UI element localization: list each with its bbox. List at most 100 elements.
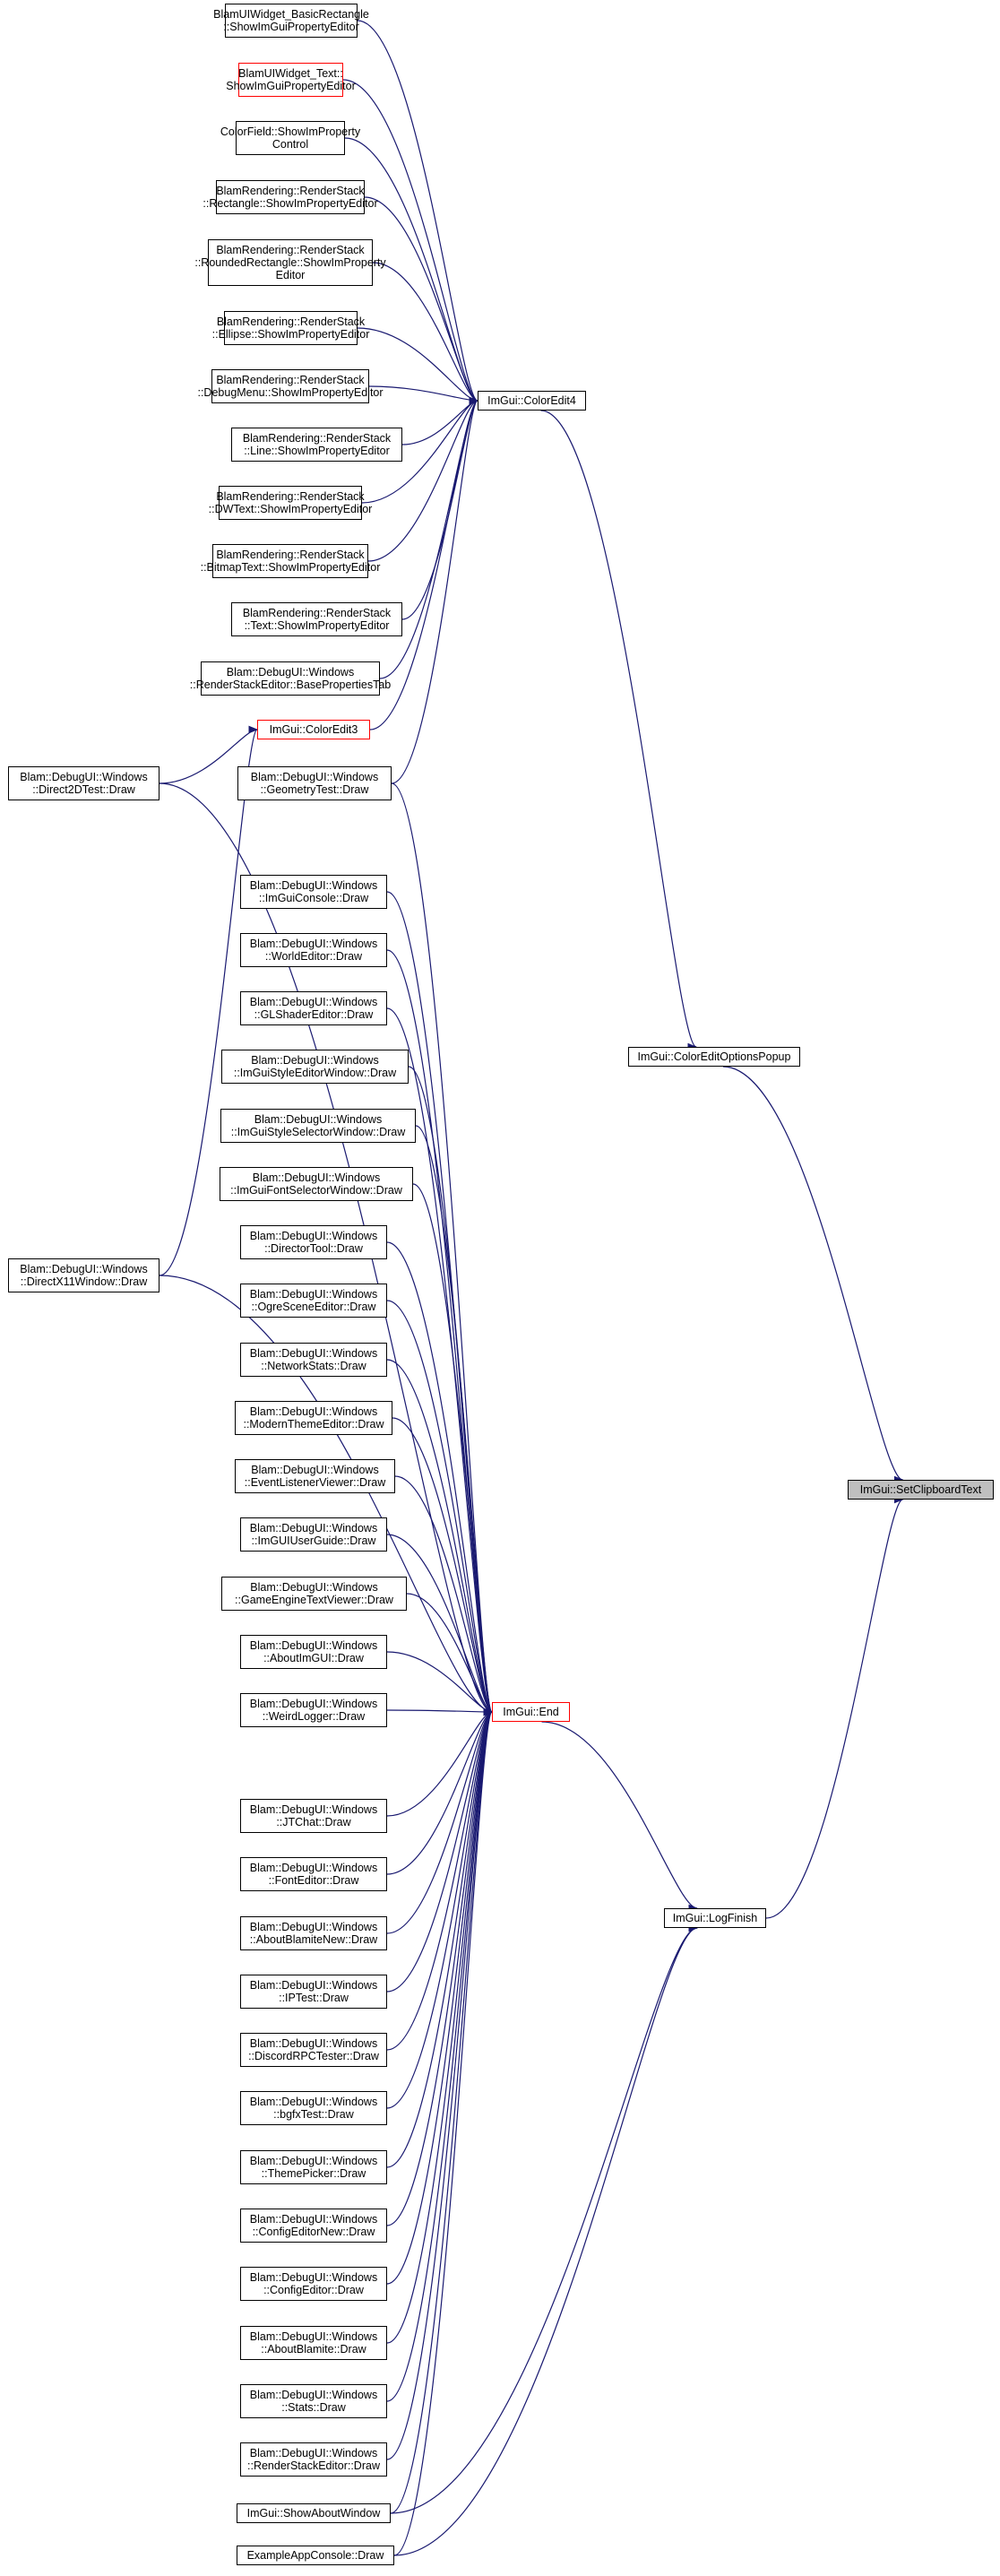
node-rectangle[interactable]: BlamRendering::RenderStack ::Rectangle::… <box>203 180 378 214</box>
edge-showabout-to-end <box>390 1708 494 2514</box>
node-label: Blam::DebugUI::Windows ::WorldEditor::Dr… <box>249 938 378 963</box>
node-configeditor[interactable]: Blam::DebugUI::Windows ::ConfigEditor::D… <box>240 2267 387 2301</box>
node-label: Blam::DebugUI::Windows ::GeometryTest::D… <box>250 771 379 796</box>
node-label: BlamRendering::RenderStack ::RoundedRect… <box>194 244 386 281</box>
edge-fonteditor-to-end <box>386 1707 494 1875</box>
edge-bitmaptext-to-coloredit4 <box>367 396 479 562</box>
node-label: ImGui::End <box>503 1706 559 1718</box>
node-aboutblamite[interactable]: Blam::DebugUI::Windows ::AboutBlamite::D… <box>240 2326 387 2360</box>
node-coloreditopts[interactable]: ImGui::ColorEditOptionsPopup <box>628 1047 800 1067</box>
node-label: ExampleAppConsole::Draw <box>246 2549 384 2562</box>
node-label: Blam::DebugUI::Windows ::Stats::Draw <box>249 2389 378 2414</box>
node-bgfxtest[interactable]: Blam::DebugUI::Windows ::bgfxTest::Draw <box>240 2091 387 2125</box>
node-iptest[interactable]: Blam::DebugUI::Windows ::IPTest::Draw <box>240 1975 387 2009</box>
edge-eventlistener-to-end <box>394 1475 494 1716</box>
node-label: BlamUIWidget_BasicRectangle ::ShowImGuiP… <box>213 8 369 33</box>
node-geometry[interactable]: Blam::DebugUI::Windows ::GeometryTest::D… <box>237 766 392 800</box>
edge-text-to-coloredit4 <box>401 396 479 620</box>
node-configeditornew[interactable]: Blam::DebugUI::Windows ::ConfigEditorNew… <box>240 2209 387 2243</box>
node-label: Blam::DebugUI::Windows ::FontEditor::Dra… <box>249 1862 378 1887</box>
node-label: Blam::DebugUI::Windows ::DiscordRPCTeste… <box>248 2037 379 2062</box>
node-aboutblamitenew[interactable]: Blam::DebugUI::Windows ::AboutBlamiteNew… <box>240 1916 387 1950</box>
edge-moderntheme-to-end <box>392 1417 494 1716</box>
node-worldeditor[interactable]: Blam::DebugUI::Windows ::WorldEditor::Dr… <box>240 933 387 967</box>
node-label: Blam::DebugUI::Windows ::GameEngineTextV… <box>235 1581 393 1606</box>
node-label: ImGui::LogFinish <box>672 1912 758 1924</box>
node-userguide[interactable]: Blam::DebugUI::Windows ::ImGUIUserGuide:… <box>240 1517 387 1552</box>
node-jtchat[interactable]: Blam::DebugUI::Windows ::JTChat::Draw <box>240 1799 387 1833</box>
node-moderntheme[interactable]: Blam::DebugUI::Windows ::ModernThemeEdit… <box>235 1401 392 1435</box>
node-fontselector[interactable]: Blam::DebugUI::Windows ::ImGuiFontSelect… <box>220 1167 413 1201</box>
node-stats[interactable]: Blam::DebugUI::Windows ::Stats::Draw <box>240 2384 387 2418</box>
node-label: BlamRendering::RenderStack ::Text::ShowI… <box>242 607 392 632</box>
node-label: Blam::DebugUI::Windows ::ImGUIUserGuide:… <box>249 1522 378 1547</box>
node-label: BlamRendering::RenderStack ::Line::ShowI… <box>242 432 392 457</box>
node-discordrpc[interactable]: Blam::DebugUI::Windows ::DiscordRPCTeste… <box>240 2033 387 2067</box>
node-end[interactable]: ImGui::End <box>492 1702 570 1722</box>
node-fonteditor[interactable]: Blam::DebugUI::Windows ::FontEditor::Dra… <box>240 1857 387 1891</box>
node-label: Blam::DebugUI::Windows ::JTChat::Draw <box>249 1803 378 1828</box>
edge-exampleapp-to-end <box>393 1708 494 2556</box>
node-label: BlamRendering::RenderStack ::DebugMenu::… <box>197 374 384 399</box>
node-setclipboard[interactable]: ImGui::SetClipboardText <box>848 1480 994 1500</box>
node-imguiconsole[interactable]: Blam::DebugUI::Windows ::ImGuiConsole::D… <box>240 875 387 909</box>
edge-coloredit4-to-coloreditopts <box>540 410 698 1051</box>
node-label: Blam::DebugUI::Windows ::RenderStackEdit… <box>189 666 392 691</box>
node-directortool[interactable]: Blam::DebugUI::Windows ::DirectorTool::D… <box>240 1225 387 1259</box>
node-logfinish[interactable]: ImGui::LogFinish <box>664 1908 766 1928</box>
edge-renderstackeditor-to-end <box>386 1708 494 2460</box>
node-weirdlogger[interactable]: Blam::DebugUI::Windows ::WeirdLogger::Dr… <box>240 1693 387 1727</box>
node-label: Blam::DebugUI::Windows ::ThemePicker::Dr… <box>249 2155 378 2180</box>
edge-directortool-to-end <box>386 1241 494 1716</box>
node-direct2d[interactable]: Blam::DebugUI::Windows ::Direct2DTest::D… <box>8 766 159 800</box>
node-netstats[interactable]: Blam::DebugUI::Windows ::NetworkStats::D… <box>240 1343 387 1377</box>
edge-aboutblamitenew-to-end <box>386 1707 494 1934</box>
edge-basicrect-to-coloredit4 <box>357 20 479 405</box>
node-label: Blam::DebugUI::Windows ::DirectorTool::D… <box>249 1230 378 1255</box>
node-themepicker[interactable]: Blam::DebugUI::Windows ::ThemePicker::Dr… <box>240 2150 387 2184</box>
node-styleeditor[interactable]: Blam::DebugUI::Windows ::ImGuiStyleEdito… <box>221 1050 409 1084</box>
node-basicrect[interactable]: BlamUIWidget_BasicRectangle ::ShowImGuiP… <box>213 4 369 38</box>
node-text[interactable]: BlamRendering::RenderStack ::Text::ShowI… <box>231 602 402 636</box>
node-label: Blam::DebugUI::Windows ::GLShaderEditor:… <box>249 996 378 1021</box>
node-debugmenu[interactable]: BlamRendering::RenderStack ::DebugMenu::… <box>197 369 384 403</box>
node-label: ImGui::ColorEdit4 <box>487 394 576 407</box>
node-aboutimgui[interactable]: Blam::DebugUI::Windows ::AboutImGUI::Dra… <box>240 1635 387 1669</box>
node-coloredit3[interactable]: ImGui::ColorEdit3 <box>257 720 370 739</box>
edge-directx11-to-coloredit3 <box>159 726 259 1276</box>
edge-rectangle-to-coloredit4 <box>364 196 479 405</box>
node-showabout[interactable]: ImGui::ShowAboutWindow <box>237 2503 391 2523</box>
node-label: Blam::DebugUI::Windows ::ImGuiConsole::D… <box>249 879 378 904</box>
node-gameengine[interactable]: Blam::DebugUI::Windows ::GameEngineTextV… <box>221 1577 407 1611</box>
node-label: Blam::DebugUI::Windows ::EventListenerVi… <box>244 1464 386 1489</box>
edge-exampleapp-to-logfinish <box>393 1923 699 2556</box>
node-ellipse[interactable]: BlamRendering::RenderStack ::Ellipse::Sh… <box>212 311 369 345</box>
node-label: Blam::DebugUI::Windows ::OgreSceneEditor… <box>249 1288 378 1313</box>
edge-uitext-to-coloredit4 <box>342 79 479 405</box>
node-label: BlamUIWidget_Text:: ShowImGuiPropertyEdi… <box>226 67 356 92</box>
node-exampleapp[interactable]: ExampleAppConsole::Draw <box>237 2546 394 2565</box>
node-glshader[interactable]: Blam::DebugUI::Windows ::GLShaderEditor:… <box>240 991 387 1025</box>
node-colorfield[interactable]: ColorField::ShowImProperty Control <box>220 121 360 155</box>
node-bitmaptext[interactable]: BlamRendering::RenderStack ::BitmapText:… <box>201 544 380 578</box>
node-roundedrect[interactable]: BlamRendering::RenderStack ::RoundedRect… <box>194 239 386 286</box>
node-label: Blam::DebugUI::Windows ::ConfigEditorNew… <box>249 2213 378 2238</box>
node-dwtext[interactable]: BlamRendering::RenderStack ::DWText::Sho… <box>209 486 372 520</box>
node-eventlistener[interactable]: Blam::DebugUI::Windows ::EventListenerVi… <box>235 1459 395 1493</box>
node-line[interactable]: BlamRendering::RenderStack ::Line::ShowI… <box>231 428 402 462</box>
node-styleselector[interactable]: Blam::DebugUI::Windows ::ImGuiStyleSelec… <box>220 1109 416 1143</box>
node-basepropstab[interactable]: Blam::DebugUI::Windows ::RenderStackEdit… <box>190 661 391 696</box>
node-label: BlamRendering::RenderStack ::Ellipse::Sh… <box>211 316 370 341</box>
node-directx11[interactable]: Blam::DebugUI::Windows ::DirectX11Window… <box>8 1258 159 1292</box>
node-label: Blam::DebugUI::Windows ::AboutImGUI::Dra… <box>249 1639 378 1664</box>
node-label: BlamRendering::RenderStack ::DWText::Sho… <box>208 490 373 515</box>
node-ogrescene[interactable]: Blam::DebugUI::Windows ::OgreSceneEditor… <box>240 1284 387 1318</box>
node-coloredit4[interactable]: ImGui::ColorEdit4 <box>478 391 586 411</box>
node-uitext[interactable]: BlamUIWidget_Text:: ShowImGuiPropertyEdi… <box>226 63 356 97</box>
edge-iptest-to-end <box>386 1707 494 1993</box>
node-label: Blam::DebugUI::Windows ::ModernThemeEdit… <box>243 1405 384 1431</box>
node-label: BlamRendering::RenderStack ::BitmapText:… <box>200 549 381 574</box>
node-renderstackeditor[interactable]: Blam::DebugUI::Windows ::RenderStackEdit… <box>240 2442 387 2477</box>
node-label: Blam::DebugUI::Windows ::NetworkStats::D… <box>249 1347 378 1372</box>
edge-coloreditopts-to-setclipboard <box>722 1066 904 1484</box>
